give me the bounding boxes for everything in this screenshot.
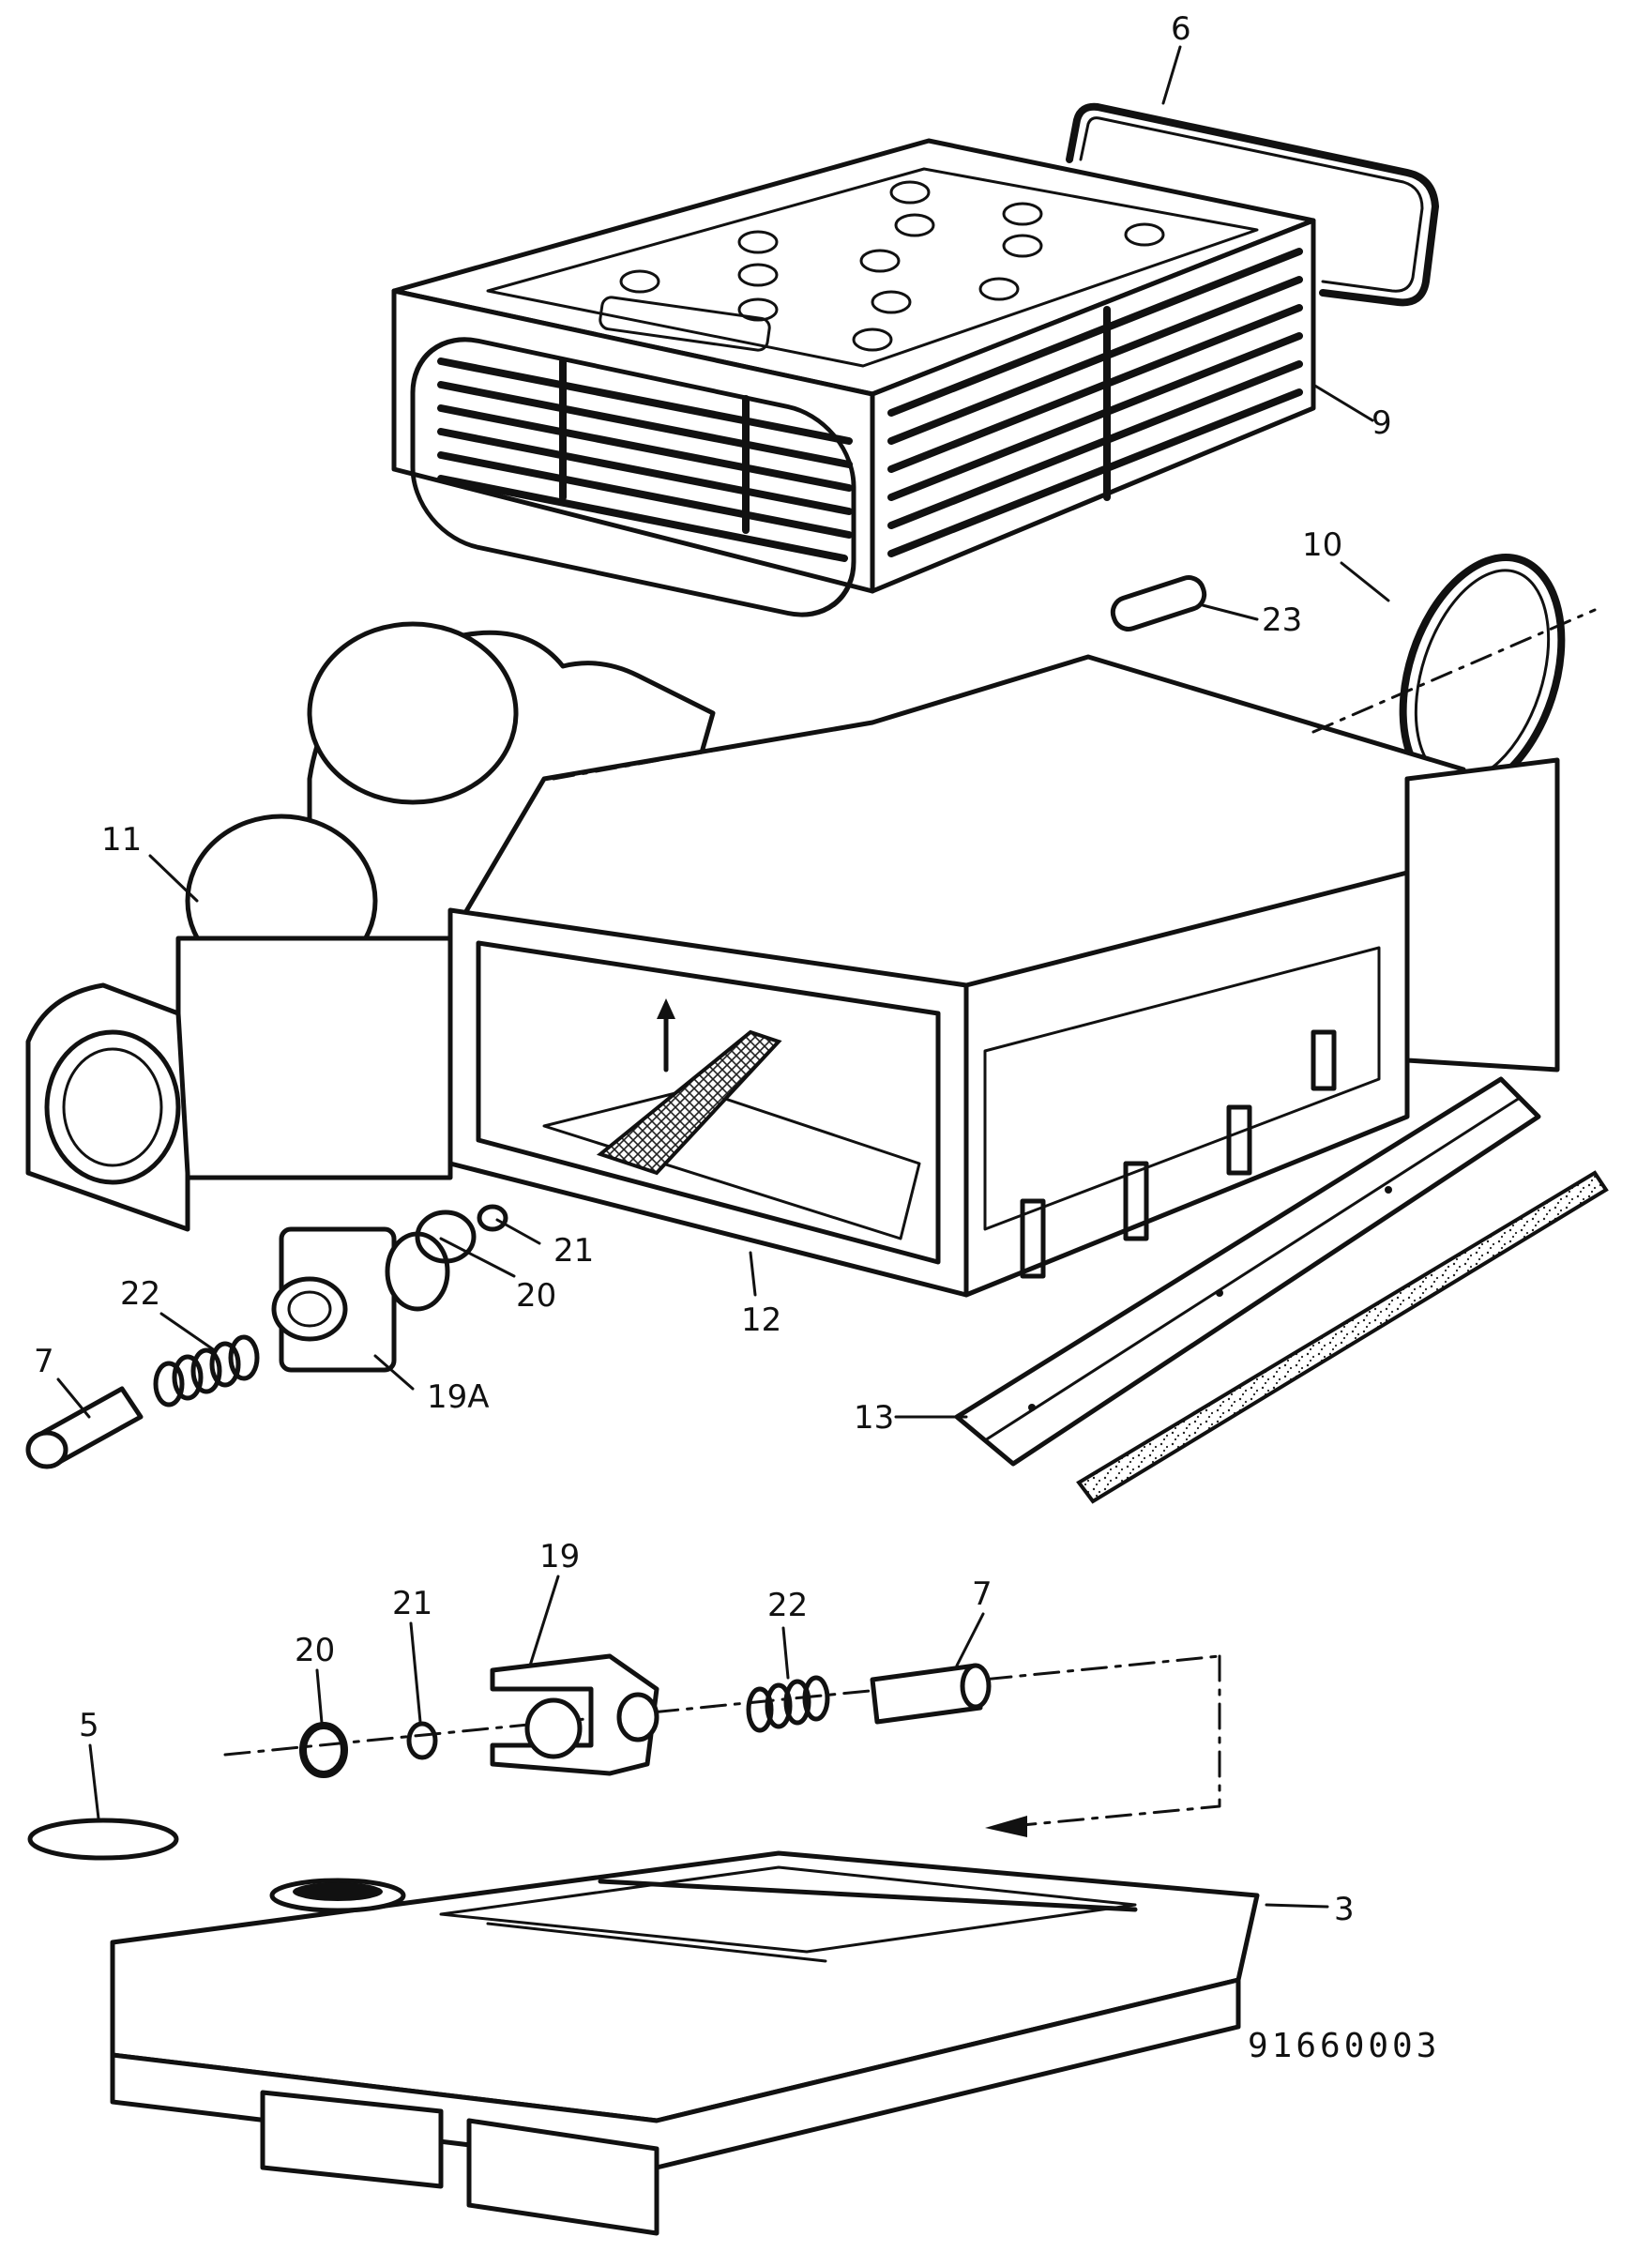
callout-12: 12 [741,1301,781,1339]
leader-lines [56,45,1390,1909]
spring-part-22-upper [153,1334,260,1408]
callout-9: 9 [1372,404,1392,442]
callout-labels: 6 9 10 23 11 21 20 22 12 7 19A 13 19 21 … [34,10,1392,1928]
heater-core-part-9 [391,138,1316,617]
callout-11: 11 [101,821,142,859]
lower-exploded-assembly [223,1653,1221,1837]
callout-23: 23 [1262,601,1302,639]
callout-19a: 19A [427,1378,490,1416]
callout-6: 6 [1171,10,1191,48]
callout-22-lower: 22 [767,1587,808,1624]
callout-7-lower: 7 [972,1575,993,1613]
tray-part-3 [110,1850,1260,2236]
callout-20-upper: 20 [516,1277,556,1315]
callout-21-upper: 21 [553,1232,594,1270]
base-plate-part-13 [954,1076,1609,1504]
cap-part-5 [27,1818,179,1861]
callout-3: 3 [1334,1891,1355,1928]
callout-13: 13 [854,1399,894,1437]
callout-5: 5 [79,1707,99,1744]
gasket-part-6 [1066,102,1439,307]
callout-20-lower: 20 [295,1632,335,1669]
callout-10: 10 [1302,526,1342,564]
valve-assembly-part-19a [271,1204,508,1373]
callout-21-lower: 21 [392,1585,432,1622]
pin-part-23 [1110,575,1207,631]
callout-19: 19 [539,1538,580,1575]
callout-7-upper: 7 [34,1343,54,1380]
heater-housing-part-12 [25,608,1597,1298]
callout-22-upper: 22 [120,1275,160,1313]
pin-part-7-upper [25,1386,144,1469]
catalog-number: 91660003 [1248,2027,1440,2065]
